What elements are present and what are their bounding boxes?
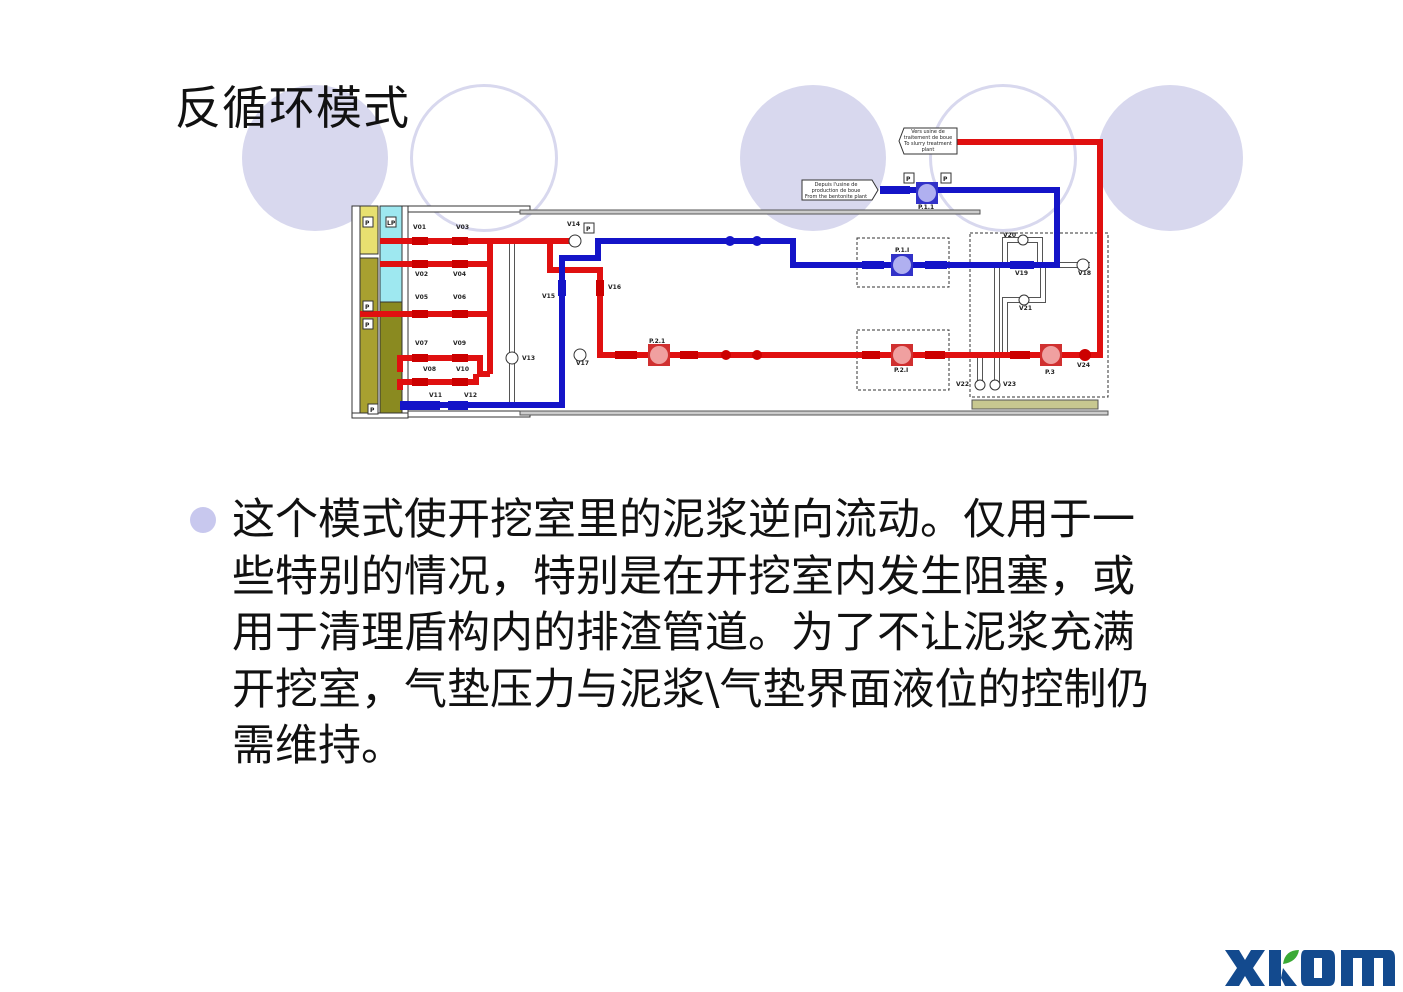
svg-text:V07: V07	[415, 340, 428, 347]
pump-p2-box	[856, 329, 950, 391]
text-line: 开挖室，气垫压力与泥浆\气垫界面液位的控制仍	[232, 664, 1150, 715]
decor-circle	[740, 85, 886, 231]
decor-circle	[1097, 85, 1243, 231]
bypass-box	[969, 232, 1109, 398]
svg-text:plant: plant	[922, 147, 935, 153]
text-line: 些特别的情况，特别是在开挖室内发生阻塞，或	[232, 551, 1135, 602]
svg-text:V08: V08	[423, 366, 436, 373]
text-line: 这个模式使开挖室里的泥浆逆向流动。仅用于一	[232, 495, 1135, 545]
text-line: 需维持。	[232, 721, 404, 771]
svg-text:P.1.I: P.1.I	[895, 247, 909, 254]
blue-feed-pipes	[400, 187, 1060, 408]
svg-text:P: P	[365, 304, 370, 311]
svg-text:V19: V19	[1015, 270, 1028, 277]
from-bentonite-plant-label: Depuis l'usine de production de boue Fro…	[801, 179, 879, 201]
svg-text:V12: V12	[464, 392, 477, 399]
svg-text:P.2.I: P.2.I	[894, 367, 908, 374]
decor-circle	[410, 84, 558, 232]
svg-text:P.3: P.3	[1045, 369, 1055, 376]
slide-title: 反循环模式	[175, 81, 410, 135]
svg-text:V13: V13	[522, 355, 535, 362]
svg-text:P: P	[370, 407, 375, 414]
xkon-logo	[1225, 950, 1395, 986]
svg-text:P: P	[943, 176, 948, 183]
svg-text:V06: V06	[453, 294, 466, 301]
svg-text:Vers usine de: Vers usine de	[911, 129, 945, 135]
svg-text:V20: V20	[1003, 232, 1016, 239]
svg-text:V18: V18	[1078, 270, 1091, 277]
svg-text:V02: V02	[415, 271, 428, 278]
valve-symbols	[412, 237, 1091, 386]
svg-text:V23: V23	[1003, 381, 1016, 388]
svg-text:From the bentonite plant: From the bentonite plant	[805, 194, 867, 200]
svg-text:P: P	[906, 176, 911, 183]
pumps	[648, 182, 1062, 366]
svg-text:Depuis l'usine de: Depuis l'usine de	[815, 182, 858, 188]
svg-text:V22: V22	[956, 381, 969, 388]
svg-text:P: P	[365, 322, 370, 329]
svg-text:P.2.1: P.2.1	[649, 338, 665, 345]
svg-text:V24: V24	[1077, 362, 1090, 369]
svg-text:V11: V11	[429, 392, 442, 399]
svg-text:V14: V14	[567, 221, 580, 228]
svg-text:V09: V09	[453, 340, 466, 347]
decor-circle	[929, 84, 1077, 232]
text-line: 用于清理盾构内的排渣管道。为了不让泥浆充满	[232, 608, 1135, 658]
svg-text:V05: V05	[415, 294, 428, 301]
svg-text:V03: V03	[456, 224, 469, 231]
bullet-paragraph: 这个模式使开挖室里的泥浆逆向流动。仅用于一 些特别的情况，特别是在开挖室内发生阻…	[232, 492, 1232, 775]
svg-text:V04: V04	[453, 271, 466, 278]
pressure-gauges	[362, 172, 952, 415]
svg-text:V21: V21	[1019, 305, 1032, 312]
red-slurry-pipes	[360, 139, 1103, 390]
svg-text:production de boue: production de boue	[812, 188, 861, 194]
svg-text:V10: V10	[456, 366, 469, 373]
to-slurry-plant-label: Vers usine de traitement de boue To slur…	[898, 127, 958, 155]
valve-labels: V01 V03 V02 V04 V05 V06 V07 V09 V08 V10 V11 V1…	[413, 204, 1091, 399]
svg-text:traitement de boue: traitement de boue	[904, 135, 953, 141]
svg-text:V16: V16	[608, 284, 621, 291]
bullet-icon	[190, 507, 216, 533]
svg-text:V15: V15	[542, 293, 555, 300]
svg-text:P: P	[365, 220, 370, 227]
excavation-chamber	[351, 205, 1109, 419]
svg-text:To slurry treatment: To slurry treatment	[903, 141, 952, 147]
svg-text:V17: V17	[576, 360, 589, 367]
svg-text:P.1.1: P.1.1	[918, 204, 934, 211]
svg-text:LP: LP	[387, 220, 396, 227]
svg-text:P: P	[586, 226, 591, 233]
svg-text:V01: V01	[413, 224, 426, 231]
